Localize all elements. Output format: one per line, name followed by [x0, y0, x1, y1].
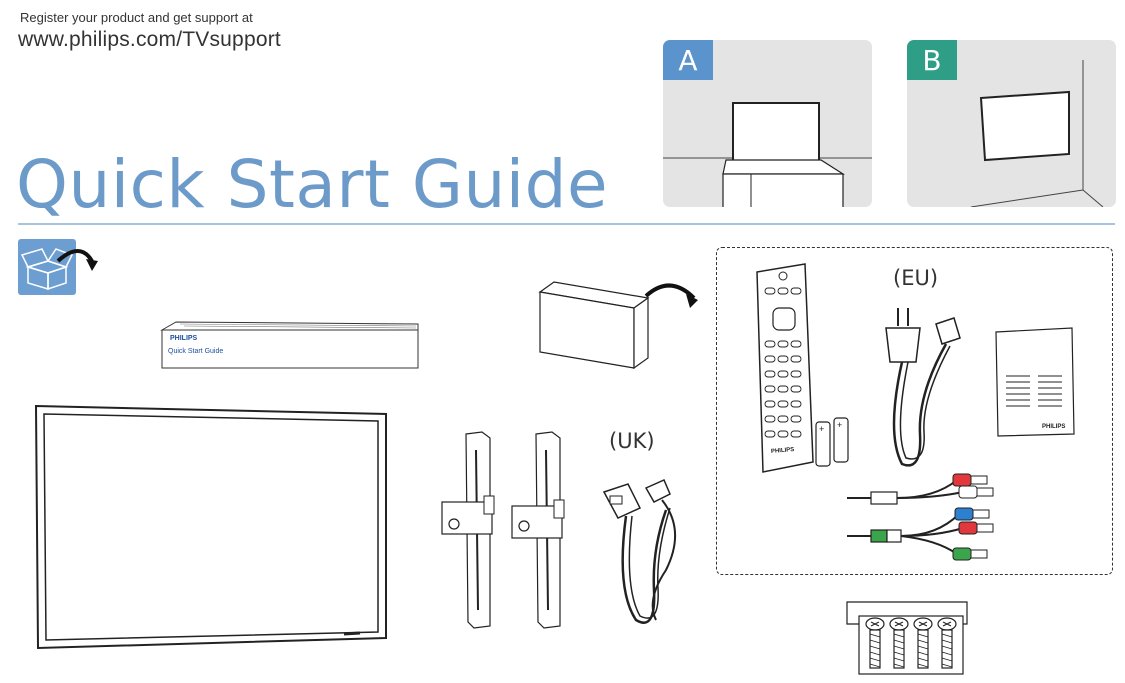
option-b-badge: B: [907, 40, 957, 80]
batteries-illustration: + +: [814, 416, 850, 468]
page-title: Quick Start Guide: [16, 146, 609, 223]
uk-region-label: (UK): [609, 429, 655, 453]
eu-accessories-group: [716, 247, 1113, 575]
accessory-box-illustration: [538, 278, 698, 370]
mount-option-b-panel: B: [907, 40, 1116, 207]
remote-control-illustration: PHILIPS: [755, 262, 815, 474]
screws-pack-illustration: [845, 600, 969, 676]
tv-on-wall-illustration: [970, 60, 1104, 207]
mount-option-a-panel: A: [663, 40, 872, 207]
guide-cover-title: Quick Start Guide: [168, 348, 224, 355]
register-text: Register your product and get support at: [20, 10, 253, 25]
tv-on-stand-illustration: [663, 102, 872, 207]
safety-leaflet-illustration: PHILIPS: [994, 326, 1078, 438]
leaflet-brand-logo: PHILIPS: [1042, 424, 1066, 430]
battery-plus-mark: +: [819, 424, 825, 434]
support-url[interactable]: www.philips.com/TVsupport: [18, 28, 281, 51]
eu-power-cord-illustration: [876, 304, 962, 472]
quick-start-guide-booklet: PHILIPS Quick Start Guide: [160, 320, 422, 372]
battery-plus-mark: +: [837, 420, 843, 430]
stand-feet-illustration: [440, 430, 580, 632]
uk-power-cord-illustration: [596, 470, 696, 632]
av-adapter-cables-illustration: [845, 470, 995, 570]
guide-brand-logo: PHILIPS: [170, 335, 198, 342]
eu-region-label: (EU): [893, 266, 939, 290]
tv-panel-illustration: [34, 404, 388, 650]
option-a-badge: A: [663, 40, 713, 80]
title-divider: [18, 223, 1115, 225]
unbox-icon: [18, 239, 98, 295]
